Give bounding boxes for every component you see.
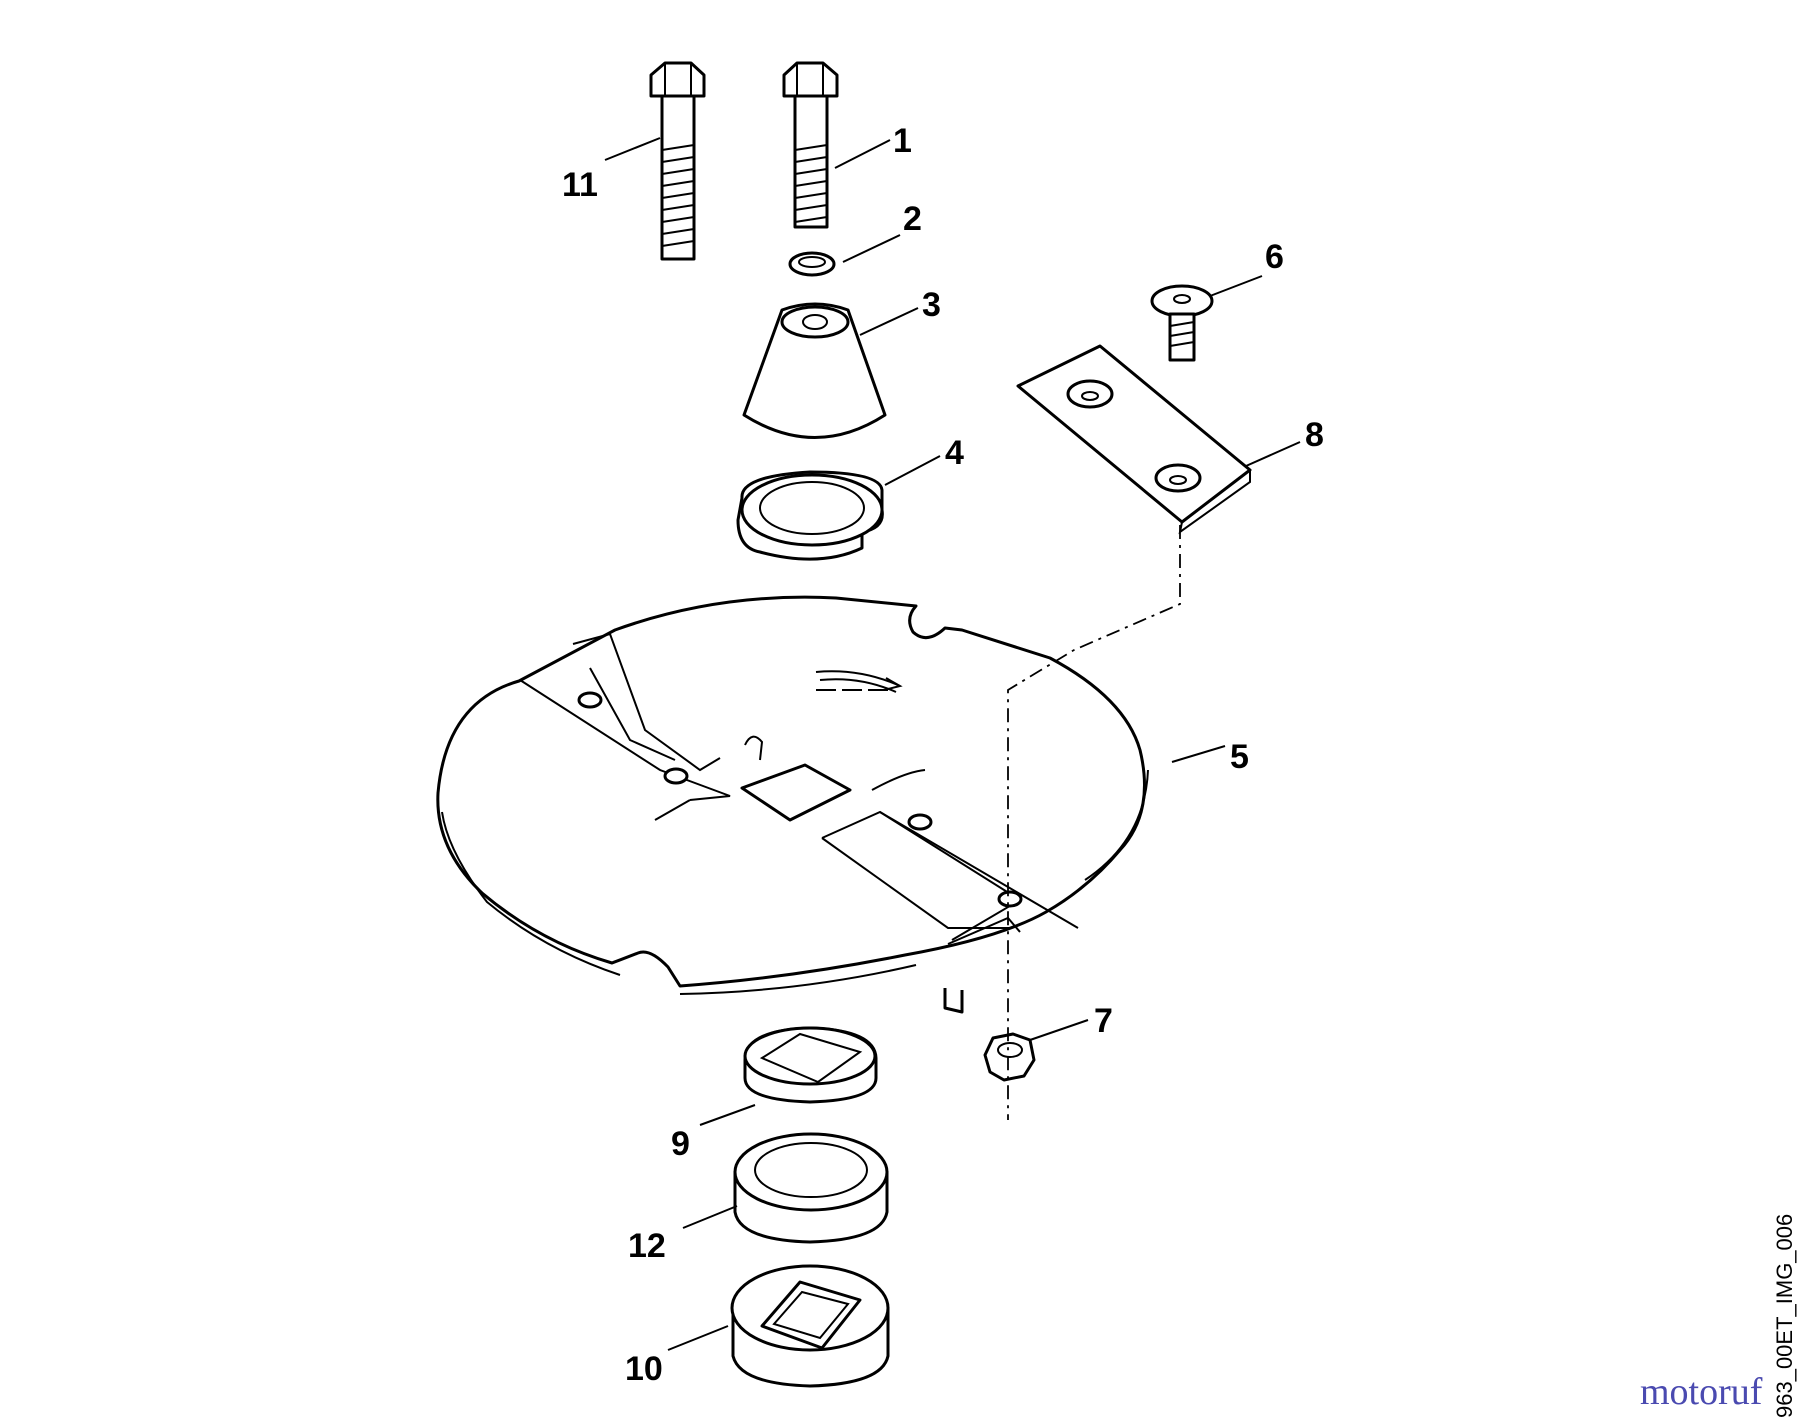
watermark-text: motoruf: [1640, 1371, 1763, 1413]
part-11-bolt: [649, 61, 706, 261]
callout-9: 9: [671, 1125, 690, 1163]
callout-10: 10: [625, 1350, 663, 1388]
part-9-square-washer: [743, 1026, 878, 1104]
callout-12: 12: [628, 1227, 666, 1265]
leader-lines: [604, 137, 1301, 1351]
callout-4: 4: [945, 434, 964, 472]
callout-5: 5: [1230, 738, 1249, 776]
callout-1: 1: [893, 122, 912, 160]
part-6-screw: [1150, 284, 1214, 362]
part-1-bolt: [782, 61, 839, 229]
part-2-washer: [788, 251, 836, 277]
image-code: 963_00ET_IMG_006: [1772, 1214, 1797, 1418]
callout-8: 8: [1305, 416, 1324, 454]
callout-labels: 11 1 2 3 4 6 8 5 7 9 12 10: [562, 122, 1324, 1388]
callout-2: 2: [903, 200, 922, 238]
part-12-ring: [733, 1132, 889, 1244]
watermark-logo: motoruf: [1640, 1371, 1763, 1413]
part-5-disc: [436, 595, 1149, 1014]
part-7-nut: [983, 1032, 1036, 1082]
part-8-blade: [1016, 344, 1252, 535]
callout-3: 3: [922, 286, 941, 324]
part-4-ring: [736, 470, 884, 561]
callout-7: 7: [1094, 1002, 1113, 1040]
callout-11: 11: [562, 166, 598, 204]
callout-6: 6: [1265, 238, 1284, 276]
part-3-cone: [742, 302, 887, 439]
part-10-square-bushing: [730, 1264, 890, 1388]
center-line: [1007, 525, 1181, 1120]
